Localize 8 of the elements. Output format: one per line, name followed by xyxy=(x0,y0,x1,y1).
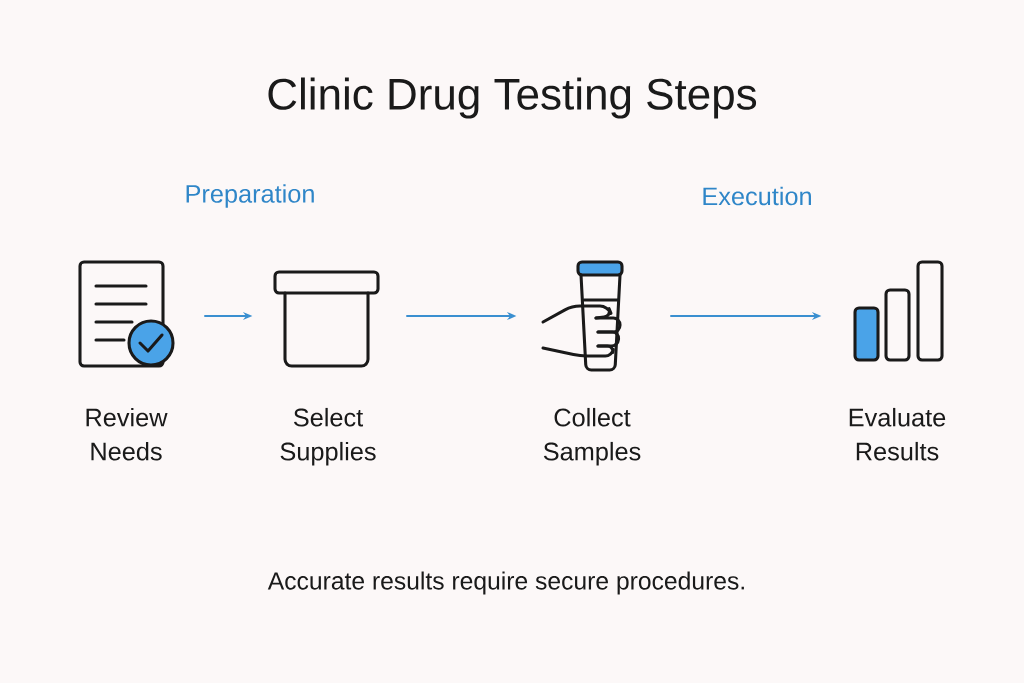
step-label: Collect Samples xyxy=(543,407,641,466)
step-label: Select Supplies xyxy=(280,407,376,466)
phase-heading: Preparation xyxy=(186,184,314,208)
caption: Accurate results require secure procedures. xyxy=(267,571,744,595)
title: Clinic Drug Testing Steps xyxy=(268,77,757,119)
phase-heading: Execution xyxy=(703,186,811,206)
step-label: Review Needs xyxy=(86,407,168,461)
step-label: Evaluate Results xyxy=(849,407,946,461)
